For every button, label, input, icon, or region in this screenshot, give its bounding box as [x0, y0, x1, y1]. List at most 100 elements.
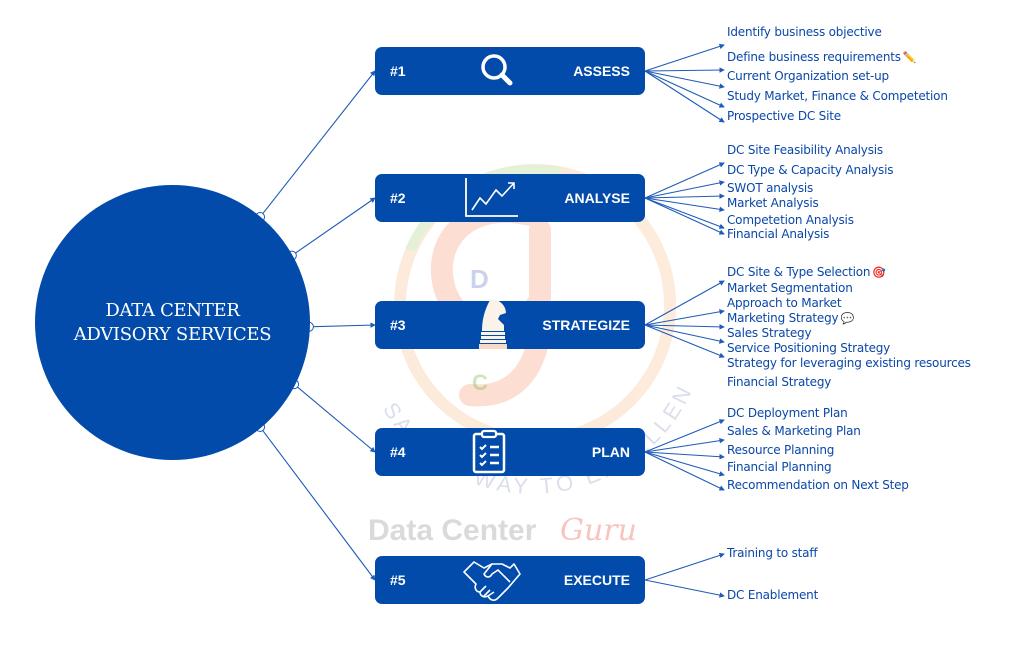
item-label: Recommendation on Next Step: [727, 478, 909, 492]
stage-name: STRATEGIZE: [542, 317, 630, 333]
item-label: DC Site Feasibility Analysis: [727, 143, 883, 157]
item-label: Strategy for leveraging existing resourc…: [727, 356, 971, 370]
list-item: Training to staff: [727, 546, 818, 561]
hub-title-line1: DATA CENTER: [105, 299, 240, 321]
item-connector: [644, 552, 725, 581]
stage-strategize[interactable]: #3 STRATEGIZE: [375, 299, 645, 349]
list-item: DC Type & Capacity Analysis: [727, 163, 893, 178]
list-item: DC Site & Type Selection🎯: [727, 265, 886, 280]
list-item: Approach to Market: [727, 296, 842, 311]
item-connector: [644, 324, 725, 358]
list-item: Financial Planning: [727, 460, 832, 475]
list-item: DC Site Feasibility Analysis: [727, 143, 883, 158]
item-connector: [644, 324, 725, 344]
list-item: DC Enablement: [727, 588, 818, 603]
item-label: Approach to Market: [727, 296, 842, 310]
stage-number: #3: [390, 317, 406, 333]
list-item: Resource Planning: [727, 443, 834, 458]
hub-circle: DATA CENTER ADVISORY SERVICES: [35, 185, 310, 460]
list-item: Financial Strategy: [727, 375, 831, 390]
item-label: Identify business objective: [727, 25, 882, 39]
hub-connector: [293, 383, 376, 453]
item-connector: [644, 197, 725, 235]
item-connector: [644, 437, 725, 453]
item-label: Prospective DC Site: [727, 109, 841, 123]
item-label: DC Type & Capacity Analysis: [727, 163, 894, 177]
stage-analyse[interactable]: #2 ANALYSE: [375, 174, 645, 222]
stage-number: #5: [390, 572, 406, 588]
stage-name: PLAN: [591, 444, 630, 460]
item-connector: [644, 180, 725, 199]
stage-execute[interactable]: #5 EXECUTE: [375, 556, 645, 604]
item-connector: [644, 419, 725, 453]
item-connector: [644, 309, 725, 326]
list-item: Market Segmentation: [727, 281, 853, 296]
item-connector: [644, 451, 725, 460]
stage-name: ASSESS: [573, 63, 630, 79]
item-connector: [644, 70, 725, 108]
item-connector: [644, 197, 725, 213]
item-connector: [644, 451, 725, 491]
list-item: Current Organization set-up: [727, 69, 889, 84]
item-label: Financial Planning: [727, 460, 832, 474]
list-item: DC Deployment Plan: [727, 406, 848, 421]
item-label: Financial Strategy: [727, 375, 832, 389]
list-item: Prospective DC Site: [727, 109, 841, 124]
hub-connector: [259, 426, 376, 581]
item-connector: [644, 70, 725, 123]
item-connector: [644, 162, 725, 199]
hub-connector: [291, 197, 376, 257]
list-item: Identify business objective: [727, 25, 882, 40]
speech-bubble-icon: 💬: [840, 312, 854, 325]
stage-number: #2: [390, 190, 406, 206]
item-connector: [644, 67, 725, 73]
stage-name: ANALYSE: [564, 190, 630, 206]
item-connector: [644, 193, 725, 199]
item-connector: [644, 324, 725, 330]
item-label: Marketing Strategy: [727, 311, 839, 325]
list-item: Market Analysis: [727, 196, 819, 211]
item-label: Competetion Analysis: [727, 213, 854, 227]
list-item: Recommendation on Next Step: [727, 478, 909, 493]
item-label: DC Site & Type Selection: [727, 265, 871, 279]
magnifier-icon: [470, 47, 530, 95]
list-item: SWOT analysis: [727, 181, 813, 196]
item-label: Study Market, Finance & Competetion: [727, 89, 948, 103]
item-label: Sales Strategy: [727, 326, 812, 340]
item-label: Market Analysis: [727, 196, 819, 210]
list-item: Strategy for leveraging existing resourc…: [727, 356, 971, 371]
hub-connector: [308, 322, 376, 328]
item-connector: [644, 280, 725, 326]
stage-assess[interactable]: #1 ASSESS: [375, 47, 645, 95]
item-connector: [644, 579, 725, 598]
item-label: SWOT analysis: [727, 181, 814, 195]
handshake-icon: [463, 556, 530, 604]
item-label: Current Organization set-up: [727, 69, 889, 83]
item-label: Sales & Marketing Plan: [727, 424, 861, 438]
hub-connector: [259, 70, 376, 218]
item-connector: [644, 197, 725, 229]
list-item: Study Market, Finance & Competetion: [727, 89, 948, 104]
item-connector: [644, 451, 725, 477]
item-label: Resource Planning: [727, 443, 835, 457]
list-item: Marketing Strategy💬: [727, 311, 854, 326]
list-item: Define business requirements✏️: [727, 50, 916, 65]
pencil-icon: ✏️: [902, 51, 917, 64]
stage-number: #4: [390, 444, 406, 460]
list-item: Financial Analysis: [727, 227, 829, 242]
item-label: Define business requirements: [727, 50, 901, 64]
item-connector: [644, 70, 725, 89]
item-label: DC Enablement: [727, 588, 819, 602]
chess-knight-icon: [470, 299, 530, 349]
list-item: Service Positioning Strategy: [727, 341, 890, 356]
stage-plan[interactable]: #4 PLAN: [375, 428, 645, 476]
stage-name: EXECUTE: [563, 572, 630, 588]
item-label: Service Positioning Strategy: [727, 341, 891, 355]
list-item: Sales Strategy: [727, 326, 812, 341]
growth-chart-icon: [465, 174, 530, 222]
item-label: Financial Analysis: [727, 227, 830, 241]
target-icon: 🎯: [872, 266, 886, 279]
item-label: DC Deployment Plan: [727, 406, 848, 420]
item-connector: [644, 43, 725, 72]
stage-number: #1: [390, 63, 406, 79]
